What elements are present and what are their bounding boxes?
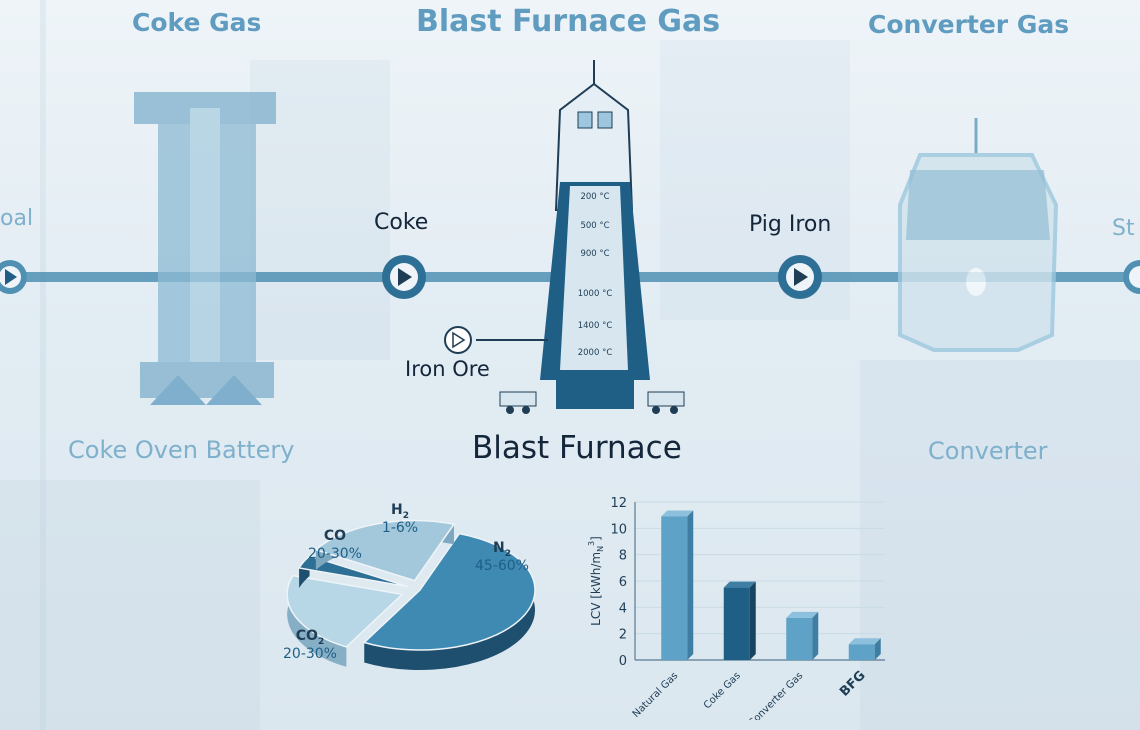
- bar: [848, 644, 875, 660]
- furnace-temperature-label: 1400 °C: [578, 321, 613, 331]
- pie-slice-range: 20-30%: [308, 546, 362, 562]
- furnace-temperature-label: 500 °C: [580, 221, 609, 231]
- bar-top: [661, 510, 694, 517]
- pie-slice-label: CO: [324, 528, 346, 544]
- x-tick-label: Natural Gas: [631, 670, 681, 720]
- pie-slice-label: H2: [391, 502, 409, 521]
- y-tick-label: 12: [610, 496, 627, 511]
- pie-slice-side: [287, 575, 347, 667]
- furnace-temperature-label: 2000 °C: [578, 348, 613, 358]
- blast-furnace-shape: [476, 60, 685, 414]
- bar-top: [786, 611, 819, 618]
- label-coal: oal: [0, 206, 34, 231]
- pie-slice: [286, 574, 404, 648]
- pie-slice-side: [364, 533, 535, 670]
- furnace-temperature-label: 1000 °C: [578, 289, 613, 299]
- unit-coke-oven-battery: Coke Oven Battery: [68, 436, 295, 464]
- heading-converter-gas: Converter Gas: [868, 10, 1070, 39]
- bar-side: [749, 581, 756, 660]
- x-tick-label: BFG: [837, 668, 868, 699]
- label-coke: Coke: [374, 210, 429, 235]
- y-tick-label: 8: [619, 549, 627, 564]
- unit-converter: Converter: [928, 437, 1048, 465]
- pie-slice-range: 20-30%: [283, 646, 337, 662]
- bar-top: [848, 638, 881, 645]
- y-tick-label: 4: [619, 601, 627, 616]
- arrow-iron-ore-icon: [444, 326, 472, 354]
- x-tick-label: Coke Gas: [702, 670, 743, 711]
- pie-slice: [362, 532, 536, 651]
- bar-side: [812, 611, 819, 660]
- converter-vessel: [898, 118, 1059, 352]
- bar: [786, 617, 813, 660]
- y-axis-label: LCV [kWh/mN3]: [587, 536, 605, 626]
- arrow-pig-iron-icon: [778, 255, 822, 299]
- x-tick-label: Converter Gas: [747, 670, 806, 720]
- y-tick-label: 0: [619, 654, 627, 669]
- pie-slice: [297, 555, 409, 588]
- pie-slice-range: 45-60%: [475, 558, 529, 574]
- label-pig-iron: Pig Iron: [749, 212, 832, 237]
- bar-top: [723, 581, 756, 588]
- bar-side: [874, 638, 881, 660]
- coke-oven-battery: [134, 92, 276, 405]
- furnace-temperature-label: 900 °C: [580, 249, 609, 259]
- pie-slice-range: 1-6%: [382, 520, 418, 536]
- label-iron-ore: Iron Ore: [405, 357, 490, 381]
- furnace-temperature-label: 200 °C: [580, 192, 609, 202]
- bar: [661, 516, 688, 660]
- unit-blast-furnace: Blast Furnace: [472, 430, 682, 466]
- furnace-temperature-scale: 200 °C 500 °C 900 °C 1000 °C 1400 °C 2000 °C: [578, 192, 613, 358]
- y-tick-label: 2: [619, 628, 627, 643]
- heading-blast-furnace-gas: Blast Furnace Gas: [416, 4, 721, 39]
- y-tick-label: 10: [610, 522, 627, 537]
- bar: [723, 587, 750, 660]
- pie-slice: [314, 519, 456, 582]
- arrow-coal-icon: [0, 260, 27, 294]
- heading-coke-gas: Coke Gas: [132, 8, 262, 37]
- arrow-coke-icon: [382, 255, 426, 299]
- arrow-steel-icon: [1123, 260, 1140, 294]
- pie-slice-label: CO2: [296, 628, 324, 647]
- label-steel: St: [1112, 216, 1135, 241]
- bar-side: [687, 510, 694, 660]
- y-tick-label: 6: [619, 575, 627, 590]
